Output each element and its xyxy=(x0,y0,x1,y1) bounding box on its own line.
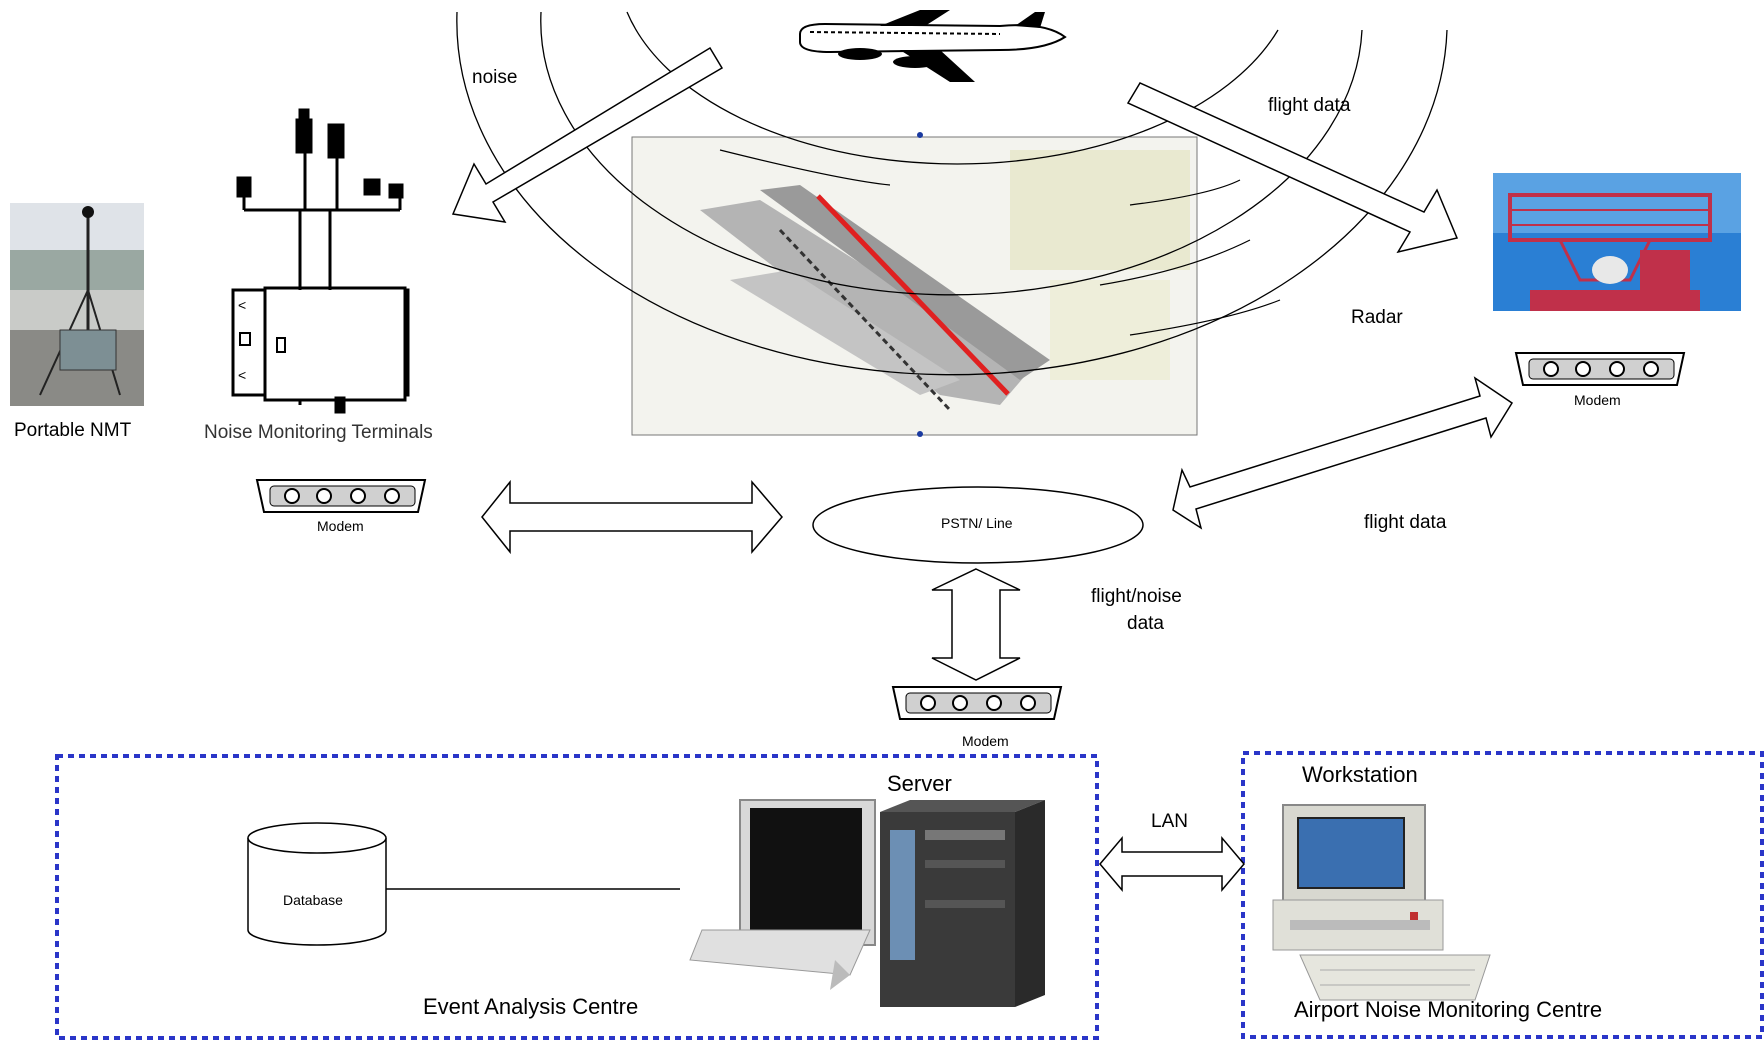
lan-label: LAN xyxy=(1151,811,1188,832)
lan-arrow xyxy=(1099,835,1245,893)
noise-arrow xyxy=(451,46,724,223)
pstn-ellipse xyxy=(812,486,1144,564)
noise-label: noise xyxy=(472,67,518,88)
airport-centre-label: Airport Noise Monitoring Centre xyxy=(1294,997,1603,1022)
event-centre-label: Event Analysis Centre xyxy=(423,994,639,1019)
airplane-icon xyxy=(799,10,1067,82)
server-label: Server xyxy=(887,771,952,796)
map-connector-lines xyxy=(719,149,1281,336)
database-label: Database xyxy=(283,892,343,908)
svg-text:<: < xyxy=(238,297,246,313)
pstn-label: PSTN/ Line xyxy=(941,515,1013,531)
event-centre-frame xyxy=(55,754,1099,1040)
modem-right-label: Modem xyxy=(1574,392,1621,408)
airport-map xyxy=(631,132,1198,437)
database-cylinder xyxy=(247,822,387,946)
modem-left xyxy=(255,479,427,513)
workstation-label: Workstation xyxy=(1302,762,1418,787)
noise-terminal-icon: < < xyxy=(231,108,410,414)
modem-pstn-arrow xyxy=(481,479,783,555)
flight-data-right-label: flight data xyxy=(1364,512,1447,533)
modem-center-label: Modem xyxy=(962,733,1009,749)
portable-nmt-label: Portable NMT xyxy=(14,420,132,441)
airport-centre-frame xyxy=(1241,751,1764,1039)
runway-line xyxy=(816,194,1010,396)
pstn-modem-vertical-arrow xyxy=(931,568,1021,681)
modem-left-label: Modem xyxy=(317,518,364,534)
flight-noise-label-line1: flight/noise xyxy=(1091,586,1182,607)
radar-label: Radar xyxy=(1351,307,1403,328)
workstation-computer-icon xyxy=(1272,804,1491,1001)
flight-data-top-label: flight data xyxy=(1268,95,1351,116)
modem-center xyxy=(891,686,1063,720)
svg-text:<: < xyxy=(238,367,246,383)
pstn-radar-arrow xyxy=(1172,376,1514,530)
modem-right xyxy=(1514,352,1686,386)
flight-noise-label-line2: data xyxy=(1127,613,1164,634)
portable-nmt-photo xyxy=(10,203,144,406)
flight-data-arrow xyxy=(1126,82,1459,254)
server-computer-icon xyxy=(689,799,1045,1007)
noise-terminals-label: Noise Monitoring Terminals xyxy=(204,422,433,443)
radar-photo xyxy=(1493,173,1741,311)
